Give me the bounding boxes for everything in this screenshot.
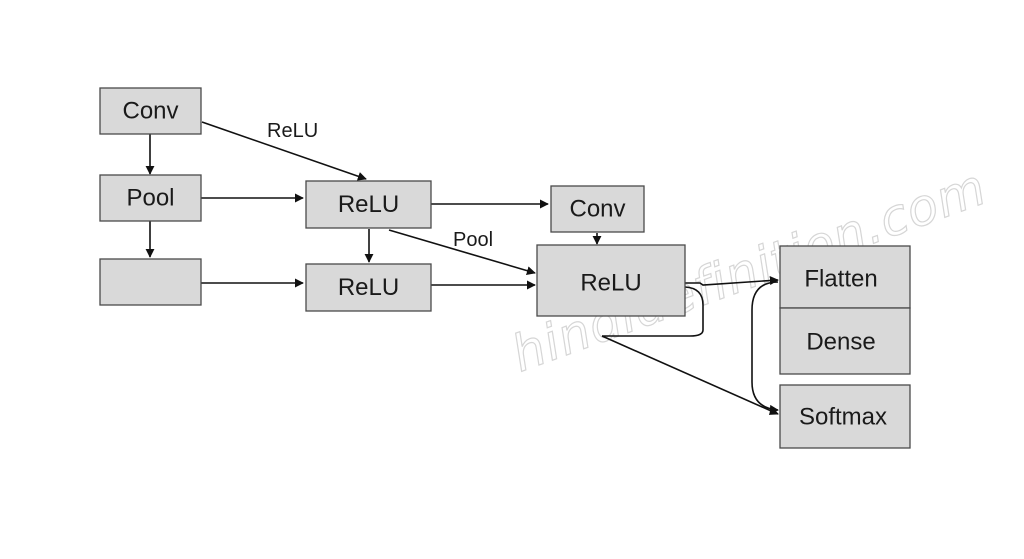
node-conv-right: Conv xyxy=(550,185,645,233)
node-relu-mid-label: ReLU xyxy=(338,191,399,218)
node-relu-low-label: ReLU xyxy=(338,274,399,301)
edge-relu-big-to-flatten xyxy=(685,276,779,286)
edge-conv-to-relu-mid xyxy=(201,121,367,181)
edge-label-pool: Pool xyxy=(453,229,493,251)
edges xyxy=(145,121,779,415)
node-pool: Pool xyxy=(99,174,202,222)
node-relu-low: ReLU xyxy=(305,263,432,312)
edge-relu-big-loop-to-flatten xyxy=(602,286,704,337)
node-conv-top-label: Conv xyxy=(122,98,178,125)
node-relu-big-label: ReLU xyxy=(580,270,641,297)
node-pool-label: Pool xyxy=(126,185,174,212)
edge-label-relu: ReLU xyxy=(267,120,318,142)
node-dense: Dense xyxy=(779,307,911,375)
node-relu-mid: ReLU xyxy=(305,180,432,229)
node-dense-label: Dense xyxy=(806,329,875,356)
node-softmax-label: Softmax xyxy=(799,404,887,431)
node-conv-right-label: Conv xyxy=(569,196,625,223)
node-conv-top: Conv xyxy=(99,87,202,135)
edge-bracket-flatten-softmax xyxy=(751,281,779,414)
node-flatten-label: Flatten xyxy=(804,266,877,293)
node-softmax: Softmax xyxy=(779,384,911,449)
edge-relu-big-to-softmax xyxy=(601,335,779,415)
node-relu-big: ReLU xyxy=(536,244,686,317)
node-blank xyxy=(99,258,202,306)
node-flatten: Flatten xyxy=(779,245,911,309)
edge-relu-mid-to-relu-big xyxy=(388,229,536,276)
